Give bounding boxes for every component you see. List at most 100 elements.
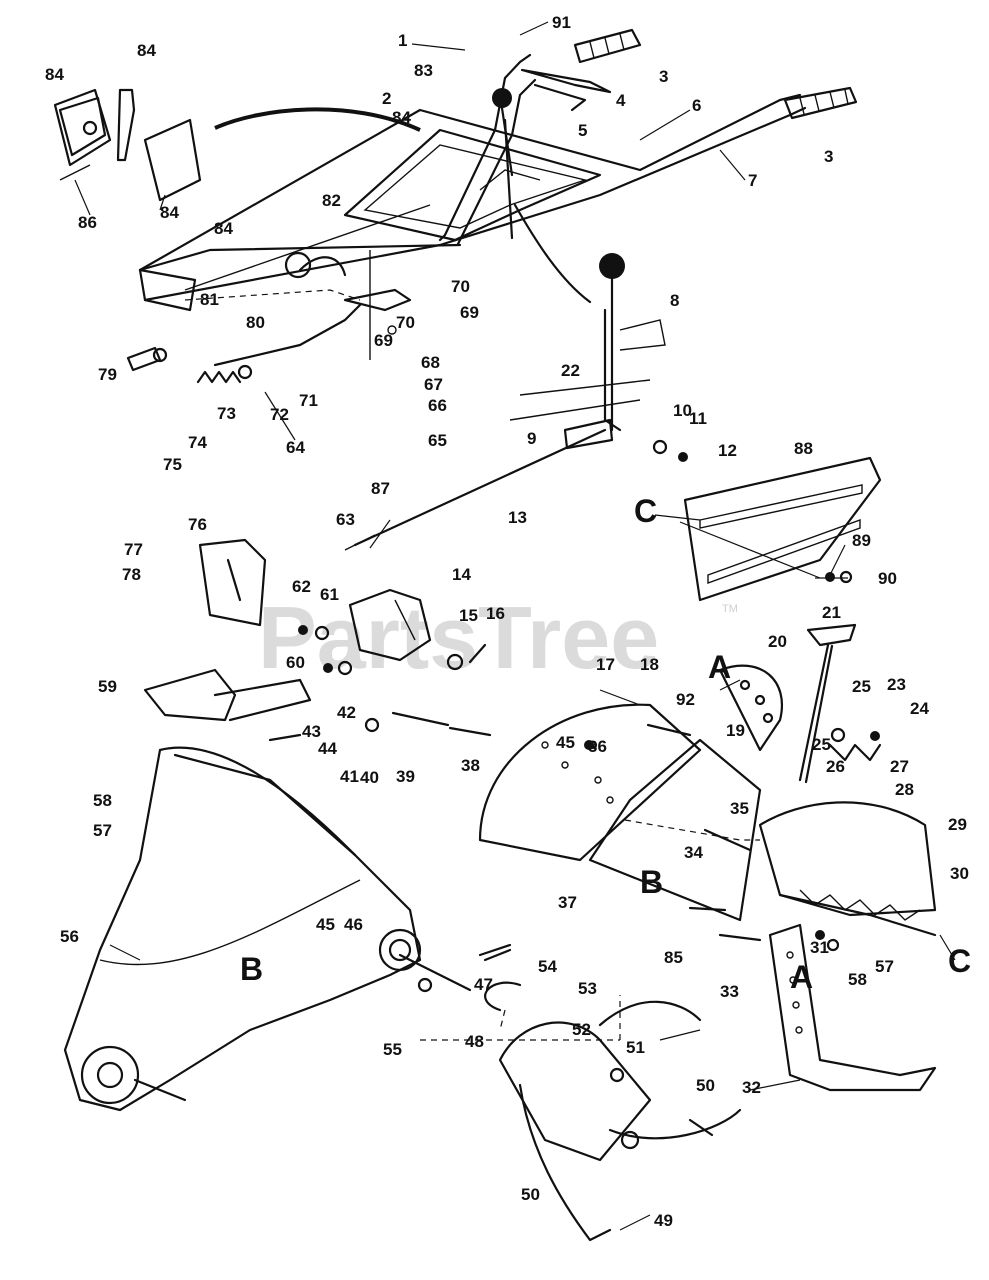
callout-38: 38 [461,756,480,775]
callout-17: 17 [596,655,615,674]
callout-39: 39 [396,767,415,786]
callout-75: 75 [163,455,182,474]
callout-6: 6 [692,96,701,115]
callout-54: 54 [538,957,557,976]
callout-1: 1 [398,31,407,50]
shield-frame [588,738,762,922]
shift-bracket-9-22 [509,379,651,450]
shift-fork-14 [348,588,487,671]
callout-29: 29 [948,815,967,834]
callout-70: 70 [396,313,415,332]
callout-22: 22 [561,361,580,380]
callout-77: 77 [124,540,143,559]
shift-cable [513,203,592,304]
reference-letter-a: A [708,649,731,685]
spring-74 [196,364,253,384]
callout-28: 28 [895,780,914,799]
callout-82: 82 [322,191,341,210]
callout-50: 50 [696,1076,715,1095]
callout-92: 92 [676,690,695,709]
callout-85: 85 [664,948,683,967]
callout-49: 49 [654,1211,673,1230]
callout-80: 80 [246,313,265,332]
callout-64: 64 [286,438,305,457]
callout-56: 56 [60,927,79,946]
hardware [268,439,880,1137]
hitch-plate-59 [143,668,312,722]
callout-3: 3 [659,67,668,86]
callout-88: 88 [794,439,813,458]
callout-91: 91 [552,13,571,32]
callout-87: 87 [371,479,390,498]
callout-5: 5 [578,121,587,140]
callout-34: 34 [684,843,703,862]
callout-24: 24 [910,699,929,718]
callout-46: 46 [344,915,363,934]
callout-69: 69 [374,331,393,350]
callout-84: 84 [45,65,64,84]
callout-26: 26 [826,757,845,776]
callout-48: 48 [465,1032,484,1051]
callout-45: 45 [316,915,335,934]
callout-76: 76 [188,515,207,534]
leader-lines [74,21,956,1231]
shift-rod-13 [353,428,607,547]
reference-letters: C C A A B B [240,493,971,995]
throttle-control-84 [53,88,202,202]
callout-57: 57 [875,957,894,976]
callout-81: 81 [200,290,219,309]
callout-42: 42 [337,703,356,722]
callout-90: 90 [878,569,897,588]
main-frame-81 [138,243,462,301]
callout-23: 23 [887,675,906,694]
callout-25: 25 [812,735,831,754]
callout-15: 15 [459,606,478,625]
handle-grip-right [783,86,858,120]
clevis-79 [126,346,168,372]
watermark-trademark: TM [722,603,738,615]
rear-tine-hood [758,801,937,937]
shift-lever-83 [492,88,514,240]
throttle-cable [214,107,421,132]
callout-70: 70 [451,277,470,296]
callout-84: 84 [214,219,233,238]
callout-13: 13 [508,508,527,527]
callout-50: 50 [521,1185,540,1204]
callout-65: 65 [428,431,447,450]
callout-58: 58 [848,970,867,989]
depth-adjust-bracket [718,664,783,752]
callout-51: 51 [626,1038,645,1057]
callout-36: 36 [588,737,607,756]
callout-60: 60 [286,653,305,672]
bracket-78 [198,538,267,627]
callout-67: 67 [424,375,443,394]
callout-9: 9 [527,429,536,448]
callout-57: 57 [93,821,112,840]
shift-knob-icon [599,253,625,279]
callout-84: 84 [392,108,411,127]
callout-86: 86 [78,213,97,232]
callout-30: 30 [950,864,969,883]
callout-2: 2 [382,89,391,108]
callout-10: 10 [673,401,692,420]
callout-14: 14 [452,565,471,584]
callout-58: 58 [93,791,112,810]
callout-74: 74 [188,433,207,452]
callout-84: 84 [160,203,179,222]
callout-47: 47 [474,975,493,994]
callout-37: 37 [558,893,577,912]
callout-32: 32 [742,1078,761,1097]
callout-53: 53 [578,979,597,998]
callout-4: 4 [616,91,626,110]
callout-59: 59 [98,677,117,696]
callout-27: 27 [890,757,909,776]
callout-25: 25 [852,677,871,696]
control-lever-4-5 [520,68,612,112]
callout-12: 12 [718,441,737,460]
callout-84: 84 [137,41,156,60]
callout-72: 72 [270,405,289,424]
callout-35: 35 [730,799,749,818]
callout-69: 69 [460,303,479,322]
